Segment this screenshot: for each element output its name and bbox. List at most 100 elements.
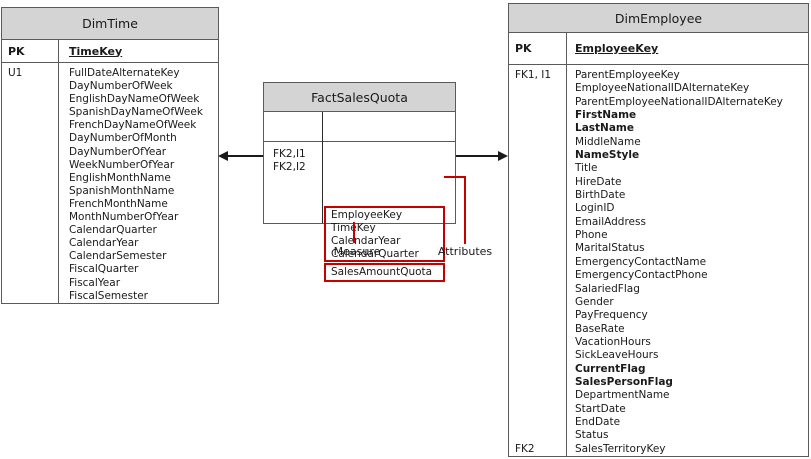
row-key-label — [509, 336, 566, 349]
pk-column-name: TimeKey — [69, 44, 123, 58]
column-name: MiddleName — [575, 135, 641, 148]
row-key-label — [509, 242, 566, 255]
row-key-label — [509, 389, 566, 402]
row-key-label: U1 — [8, 67, 23, 79]
table-title-dimtime: DimTime — [2, 8, 218, 40]
column-name: EmailAddress — [575, 215, 646, 228]
row-key-label — [2, 290, 58, 303]
pk-label: PK — [8, 44, 25, 58]
row-key-label — [509, 323, 566, 336]
column-name: FiscalYear — [69, 276, 121, 289]
column-name: DepartmentName — [575, 389, 670, 402]
fk-label: FK2,I1 — [273, 148, 306, 160]
column-name: Title — [575, 162, 598, 175]
column-name: EmergencyContactName — [575, 255, 707, 268]
row-key-label — [2, 80, 58, 93]
column-name: PayFrequency — [575, 309, 648, 322]
column-name: CalendarQuarter — [69, 224, 157, 237]
row-key-label — [509, 296, 566, 309]
column-divider — [58, 40, 59, 303]
column-name: EndDate — [575, 415, 621, 428]
column-name: TimeKey — [331, 222, 443, 235]
column-name: EnglishMonthName — [69, 171, 171, 184]
row-key-label — [2, 119, 58, 132]
row-key-label — [509, 149, 566, 162]
column-name: SpanishMonthName — [69, 184, 175, 197]
column-name: SalariedFlag — [575, 282, 640, 295]
column-name: SalesPersonFlag — [575, 375, 673, 388]
measure-callout-line — [353, 222, 355, 243]
column-name: Gender — [575, 295, 614, 308]
fact-body: FK2,I1 FK2,I2 EmployeeKey TimeKey Calend… — [264, 142, 455, 282]
column-name: CalendarYear — [69, 237, 139, 250]
column-name: StartDate — [575, 402, 626, 415]
column-divider — [566, 33, 567, 456]
column-name: FrenchDayNameOfWeek — [69, 119, 197, 132]
column-name: CalendarQuarter — [331, 247, 419, 260]
pk-row: PK TimeKey — [2, 40, 218, 63]
row-key-label — [2, 185, 58, 198]
column-name: ParentEmployeeKey — [575, 69, 680, 81]
row-key-label — [509, 122, 566, 135]
row-key-label — [509, 309, 566, 322]
table-title-factsalesquota: FactSalesQuota — [264, 83, 455, 112]
row-key-label: FK2 — [515, 442, 535, 455]
row-key-label — [509, 162, 566, 175]
row-key-label — [2, 93, 58, 106]
column-name: Status — [575, 429, 609, 442]
arrow-left-icon — [218, 151, 228, 161]
row-key-label — [509, 96, 566, 109]
column-name: Phone — [575, 229, 608, 242]
row-key-label — [509, 229, 566, 242]
fact-key-labels: FK2,I1 FK2,I2 — [273, 148, 306, 174]
row-key-label — [509, 216, 566, 229]
row-key-label — [509, 403, 566, 416]
row-key-label — [509, 189, 566, 202]
relationship-line-dimtime — [227, 155, 263, 157]
column-name: FrenchMonthName — [69, 197, 168, 210]
attributes-callout-line-horizontal — [444, 176, 466, 178]
row-key-label — [509, 202, 566, 215]
column-name: SalesTerritoryKey — [575, 442, 666, 455]
measure-label: Measure — [333, 245, 381, 258]
column-name: DayNumberOfWeek — [69, 80, 173, 93]
column-name: FiscalSemester — [69, 289, 148, 302]
table-dimemployee: DimEmployee PK EmployeeKey FK1, I1 Parent… — [508, 3, 809, 457]
pk-label: PK — [515, 42, 532, 55]
column-name: SpanishDayNameOfWeek — [69, 106, 203, 119]
row-key-label — [2, 263, 58, 276]
row-key-label: FK1, I1 — [515, 69, 552, 81]
fk-label: FK2,I2 — [273, 161, 306, 173]
column-name: BirthDate — [575, 189, 626, 202]
row-key-label — [2, 146, 58, 159]
column-name: LoginID — [575, 202, 615, 215]
row-key-label — [2, 277, 58, 290]
table-title-dimemployee: DimEmployee — [509, 4, 808, 33]
row-key-label — [509, 136, 566, 149]
attributes-callout-line-vertical — [464, 176, 466, 244]
row-key-label — [2, 250, 58, 263]
column-name: FullDateAlternateKey — [69, 67, 180, 79]
row-key-label — [509, 349, 566, 362]
row-key-label — [2, 224, 58, 237]
row-key-label — [2, 237, 58, 250]
relationship-line-dimemployee — [456, 155, 499, 157]
column-name: VacationHours — [575, 335, 651, 348]
column-name: SickLeaveHours — [575, 349, 659, 362]
row-key-label — [509, 429, 566, 442]
column-name: CalendarSemester — [69, 250, 167, 263]
row-key-label — [2, 106, 58, 119]
column-name: DayNumberOfMonth — [69, 132, 177, 145]
column-name: FirstName — [575, 109, 637, 122]
column-name: ParentEmployeeNationalIDAlternateKey — [575, 95, 783, 108]
row-key-label — [509, 176, 566, 189]
row-key-label — [2, 172, 58, 185]
row-key-label — [509, 269, 566, 282]
row-key-label — [2, 132, 58, 145]
column-name: DayNumberOfYear — [69, 145, 167, 158]
measure-highlight-box: SalesAmountQuota — [324, 263, 445, 282]
pk-row: PK EmployeeKey — [509, 33, 808, 65]
column-name: FiscalQuarter — [69, 263, 139, 276]
row-key-label — [509, 376, 566, 389]
